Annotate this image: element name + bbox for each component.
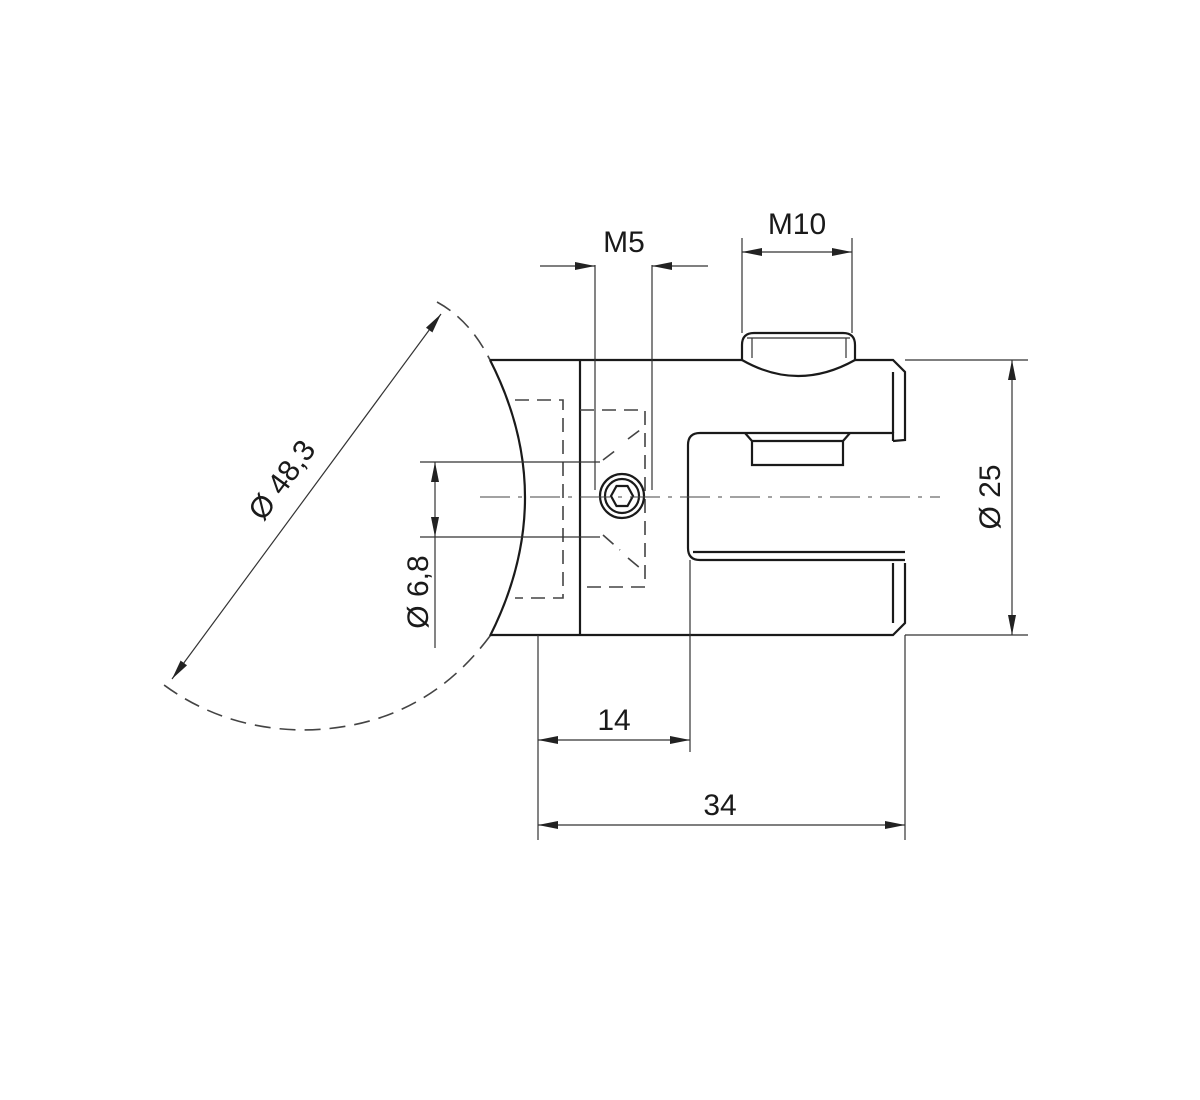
hidden-lines: [515, 399, 646, 599]
label-34: 34: [703, 789, 736, 822]
tube-outline: [159, 301, 491, 731]
dim-diameter-25: Ø 25: [905, 359, 1028, 636]
clamp-body: [489, 331, 907, 637]
dim-diameter-6-8: Ø 6,8: [402, 461, 600, 648]
dim-m10: M10: [741, 208, 853, 333]
dim-diameter-48-3: Ø 48,3: [171, 313, 442, 680]
label-diameter-6-8: Ø 6,8: [402, 555, 435, 628]
dim-14: 14: [537, 560, 691, 840]
label-m10: M10: [768, 208, 826, 241]
label-diameter-48-3: Ø 48,3: [242, 434, 322, 526]
dim-34: 34: [538, 635, 906, 840]
dim-m5: M5: [540, 226, 708, 490]
label-m5: M5: [603, 226, 645, 259]
label-diameter-25: Ø 25: [974, 464, 1007, 529]
label-14: 14: [597, 704, 630, 737]
hex-socket-screw: [598, 472, 646, 520]
